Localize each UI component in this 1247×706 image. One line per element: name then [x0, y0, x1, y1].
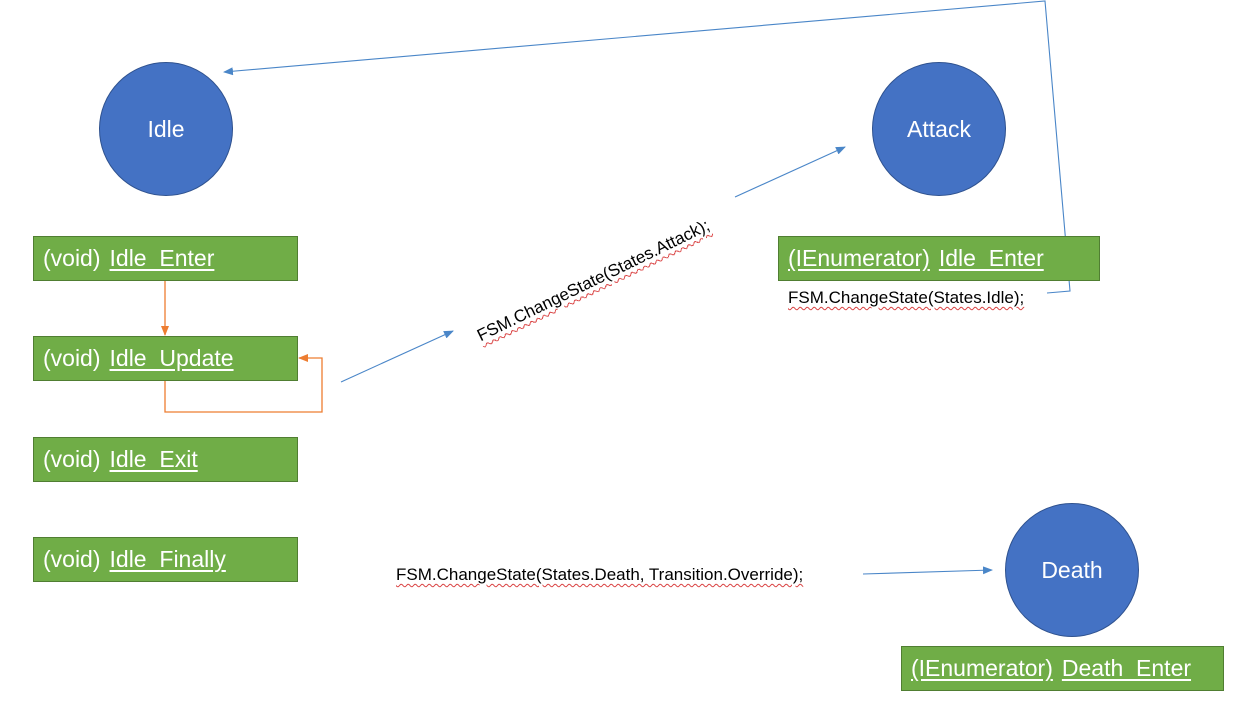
method-idle-enter: (void) Idle_Enter [33, 236, 298, 281]
method-type: (void) [43, 345, 101, 371]
state-idle: Idle [99, 62, 233, 196]
transition-label-to-idle: FSM.ChangeState(States.Idle); [788, 288, 1025, 307]
method-idle-update: (void) Idle_Update [33, 336, 298, 381]
method-name: Death_Enter [1061, 655, 1192, 681]
method-type: (void) [43, 446, 101, 472]
arrow-update-loop [164, 354, 323, 413]
method-name: Idle_Enter [938, 245, 1044, 271]
method-name: Idle_Exit [109, 446, 198, 472]
arrow-to-death [862, 566, 993, 575]
method-death-enter: (IEnumerator) Death_Enter [901, 646, 1224, 691]
method-attack-enter: (IEnumerator) Idle_Enter [778, 236, 1100, 281]
state-death: Death [1005, 503, 1139, 637]
method-type: (IEnumerator) [911, 655, 1053, 681]
state-death-label: Death [1041, 556, 1103, 583]
method-idle-exit: (void) Idle_Exit [33, 437, 298, 482]
method-idle-finally: (void) Idle_Finally [33, 537, 298, 582]
method-type: (void) [43, 546, 101, 572]
arrow-attack-to-idle [223, 0, 1071, 294]
method-name: Idle_Finally [109, 546, 226, 572]
method-type: (IEnumerator) [788, 245, 930, 271]
transition-label-to-death: FSM.ChangeState(States.Death, Transition… [396, 565, 804, 584]
state-attack: Attack [872, 62, 1006, 196]
arrow-update-to-attack-end [734, 146, 846, 198]
method-name: Idle_Enter [109, 245, 215, 271]
method-type: (void) [43, 245, 101, 271]
state-attack-label: Attack [907, 115, 971, 142]
arrow-update-to-attack-start [340, 330, 454, 383]
state-idle-label: Idle [147, 115, 185, 142]
method-name: Idle_Update [109, 345, 234, 371]
